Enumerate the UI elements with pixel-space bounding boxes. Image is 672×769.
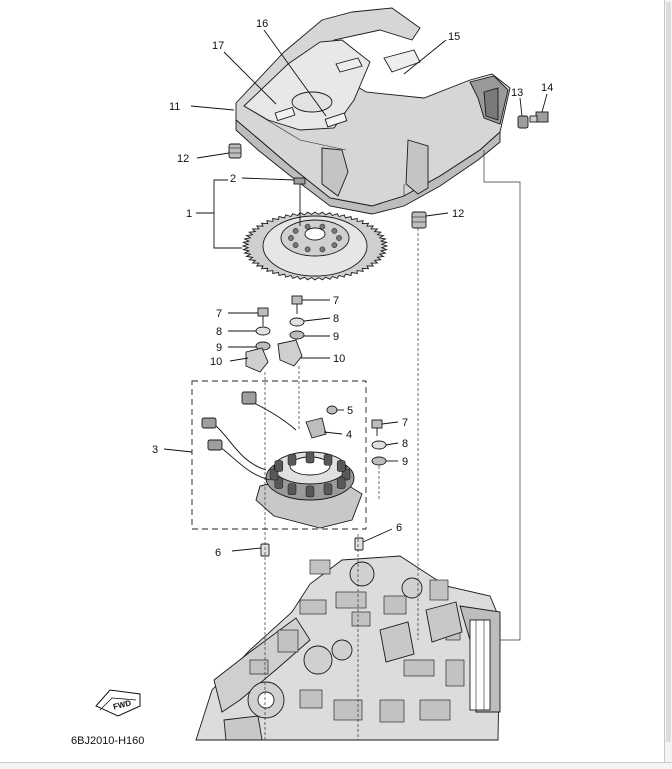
callout-16: 16 bbox=[256, 18, 268, 30]
nut-2 bbox=[293, 177, 306, 226]
stator-coil bbox=[287, 483, 297, 495]
stator-coil bbox=[323, 454, 333, 466]
bolt-7-right bbox=[371, 419, 383, 436]
pulser-coil-4 bbox=[305, 417, 327, 439]
stator-coil bbox=[305, 451, 315, 464]
engine-detail-part bbox=[419, 699, 451, 721]
flywheel-hole bbox=[336, 235, 342, 241]
clamp-10-left bbox=[245, 347, 269, 373]
callout-15: 15 bbox=[448, 31, 460, 43]
horizontal-scrollbar[interactable] bbox=[0, 762, 672, 769]
callout-7-center: 7 bbox=[333, 295, 339, 307]
callout-10-left: 10 bbox=[210, 356, 222, 368]
flywheel-hole bbox=[304, 246, 311, 253]
grommet-12-right bbox=[411, 211, 427, 229]
callout-11: 11 bbox=[169, 101, 180, 113]
stator-coil bbox=[336, 460, 346, 472]
callout-4: 4 bbox=[346, 429, 352, 441]
engine-detail-part bbox=[335, 591, 367, 609]
flywheel-hole bbox=[292, 228, 299, 234]
flywheel-hole bbox=[288, 235, 294, 241]
callout-6-left: 6 bbox=[215, 547, 221, 559]
callout-13: 13 bbox=[511, 87, 523, 99]
stator-coil bbox=[269, 468, 279, 481]
washer-8-right bbox=[371, 440, 387, 450]
stator-coil bbox=[341, 468, 351, 481]
callout-10-center: 10 bbox=[333, 353, 345, 365]
collar-13 bbox=[517, 115, 529, 129]
callout-12-right: 12 bbox=[452, 208, 464, 220]
callout-8-left: 8 bbox=[216, 326, 222, 338]
stator-assembly bbox=[191, 380, 367, 530]
callout-17: 17 bbox=[212, 40, 224, 52]
vertical-scrollbar[interactable] bbox=[664, 0, 672, 769]
callout-9-right: 9 bbox=[402, 456, 408, 468]
callout-12-left: 12 bbox=[177, 153, 189, 165]
callout-9-left: 9 bbox=[216, 342, 222, 354]
flywheel-hole bbox=[319, 223, 326, 230]
engine-detail-part bbox=[309, 559, 331, 575]
callout-3: 3 bbox=[152, 444, 158, 456]
engine-detail-part bbox=[379, 699, 405, 723]
callout-14: 14 bbox=[541, 82, 553, 94]
washer-9-right bbox=[371, 456, 387, 466]
washer-9-center bbox=[289, 330, 305, 340]
callout-6-right: 6 bbox=[396, 522, 402, 534]
engine-detail-part bbox=[445, 659, 465, 687]
flywheel-hole bbox=[319, 246, 326, 253]
leader-lines bbox=[163, 29, 548, 552]
flywheel-hole bbox=[304, 223, 311, 230]
engine-detail-part bbox=[277, 629, 299, 653]
grommet-12-left bbox=[228, 143, 242, 159]
exploded-parts-diagram: 1 2 3 4 5 6 6 7 7 7 8 8 8 9 9 9 10 10 11… bbox=[71, 7, 553, 747]
callout-2: 2 bbox=[230, 173, 236, 185]
stator-coil bbox=[274, 477, 284, 489]
engine-detail-part bbox=[429, 579, 449, 601]
engine-detail-part bbox=[403, 659, 435, 677]
callout-5: 5 bbox=[347, 405, 353, 417]
washer-8-center bbox=[289, 317, 305, 327]
stator-coil bbox=[305, 485, 315, 498]
fwd-badge-label: FWD bbox=[112, 698, 132, 711]
callout-8-right: 8 bbox=[402, 438, 408, 450]
callout-7-left: 7 bbox=[216, 308, 222, 320]
bolt-7-left bbox=[257, 307, 269, 326]
dowel-6-right bbox=[354, 537, 364, 551]
engine-detail-part bbox=[299, 689, 323, 709]
flywheel-hole bbox=[292, 242, 299, 248]
engine-detail-part bbox=[351, 611, 371, 627]
stator-coil bbox=[323, 483, 333, 495]
stator-coil bbox=[336, 477, 346, 489]
bolt-7-center bbox=[291, 295, 303, 314]
drawing-code: 6BJ2010-H160 bbox=[71, 735, 144, 747]
engine-detail-part bbox=[299, 599, 327, 615]
engine-detail-part bbox=[249, 659, 269, 675]
flywheel-hole bbox=[331, 242, 338, 248]
engine-block bbox=[195, 555, 501, 741]
clamp-10-center bbox=[277, 339, 303, 367]
engine-detail-part bbox=[383, 595, 407, 615]
callout-1: 1 bbox=[186, 208, 192, 220]
callout-9-center: 9 bbox=[333, 331, 339, 343]
callout-labels: 1 2 3 4 5 6 6 7 7 7 8 8 8 9 9 9 10 10 11… bbox=[152, 18, 553, 559]
fwd-direction-badge: FWD bbox=[95, 689, 141, 717]
flywheel-cover bbox=[235, 7, 511, 215]
engine-detail-part bbox=[333, 699, 363, 721]
diagram-viewer: 1 2 3 4 5 6 6 7 7 7 8 8 8 9 9 9 10 10 11… bbox=[71, 7, 554, 747]
washer-8-left bbox=[255, 326, 271, 336]
stator-coil bbox=[274, 460, 284, 472]
stator-coil bbox=[287, 454, 297, 466]
screw-5 bbox=[326, 405, 338, 415]
vertical-scroll-thumb[interactable] bbox=[666, 2, 671, 742]
flywheel bbox=[241, 211, 389, 281]
bolt-14 bbox=[529, 111, 549, 123]
callout-7-right: 7 bbox=[402, 417, 408, 429]
callout-8-center: 8 bbox=[333, 313, 339, 325]
alignment-lines bbox=[264, 150, 521, 740]
flywheel-hole bbox=[331, 228, 338, 234]
